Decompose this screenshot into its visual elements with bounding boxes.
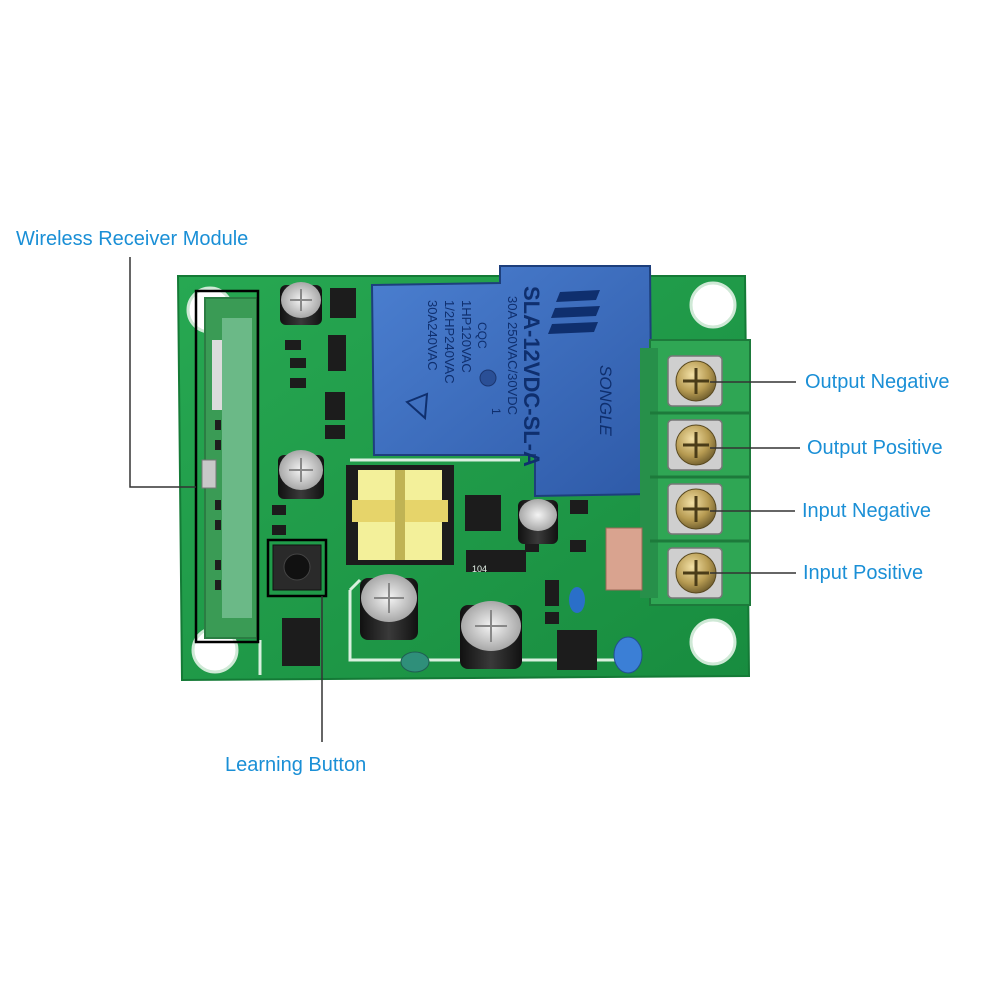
label-wireless-receiver-module: Wireless Receiver Module: [16, 228, 249, 250]
label-input-positive: Input Positive: [803, 562, 924, 584]
screw-terminal-icon: [675, 360, 717, 594]
relay: SLA-12VDC-SL-A SONGLE 30A 250VAC/30VDC 1…: [370, 265, 654, 498]
electrolytic-capacitor-bottom-mid: [460, 601, 522, 669]
relay-pin-mark: 1: [489, 408, 503, 415]
smd-components: [272, 288, 597, 670]
relay-rating-1: 30A 250VAC/30VDC: [505, 296, 520, 415]
terminal-block: [640, 339, 751, 606]
receiver-highlight-box: [194, 289, 260, 644]
relay-rating-2: 1HP120VAC: [459, 300, 474, 373]
relay-rating-3: 1/2HP240VAC: [442, 300, 457, 384]
receiver-module: [201, 297, 258, 639]
relay-cert-text: CQC: [475, 322, 489, 349]
songle-logo-icon: [548, 290, 600, 334]
fuse-resistor: [605, 527, 643, 591]
electrolytic-capacitor-mid: [278, 450, 324, 499]
relay-brand-text: SONGLE: [596, 365, 615, 437]
resistor-code: 104: [472, 564, 487, 574]
relay-rating-4: 30A240VAC: [425, 300, 440, 371]
electrolytic-capacitor-small-right: [518, 499, 558, 544]
label-input-negative: Input Negative: [802, 500, 931, 522]
ceramic-capacitors: [400, 587, 643, 674]
relay-model-text: SLA-12VDC-SL-A: [519, 286, 544, 467]
electrolytic-capacitor-top: [280, 282, 322, 325]
warning-triangle-icon: [405, 392, 429, 421]
electrolytic-capacitor-bottom-left: [360, 574, 418, 640]
label-learning-button: Learning Button: [225, 754, 367, 776]
learning-button-highlight-box: [266, 538, 328, 598]
transformer: [346, 465, 454, 565]
label-output-positive: Output Positive: [807, 437, 943, 459]
leader-lines: [129, 257, 800, 742]
learning-button: [272, 544, 322, 591]
label-output-negative: Output Negative: [805, 371, 950, 393]
leader-wireless-receiver: [129, 257, 196, 488]
